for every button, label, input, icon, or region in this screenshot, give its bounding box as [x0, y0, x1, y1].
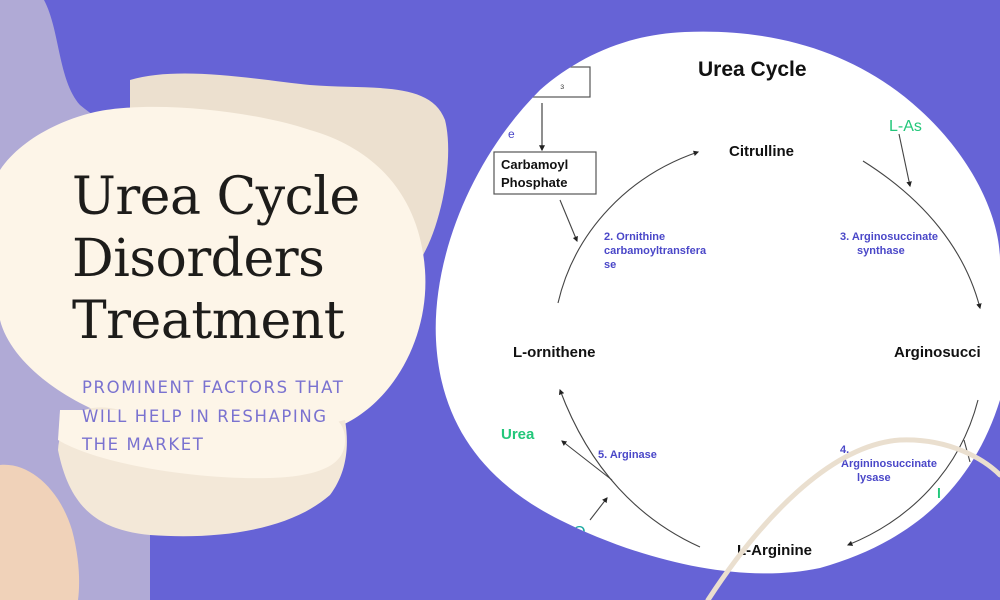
aspartate-arrow: [898, 133, 912, 188]
carbamoyl-line-1: Carbamoyl: [501, 157, 568, 172]
enzyme-4-line-2: Argininosuccinate: [841, 458, 937, 470]
urea-arrow: [561, 440, 613, 481]
l-arginine-label: L-Arginine: [737, 542, 812, 559]
citrulline-to-arginosuccinate-arc: [862, 160, 982, 310]
enzyme-2-line-3: se: [604, 259, 616, 271]
cream-blob-lower: [58, 410, 345, 479]
l-ornithene-label: L-ornithene: [513, 344, 596, 361]
fumarate-cut-label: l: [937, 485, 941, 501]
carbamoyl-line-2: Phosphate: [501, 175, 567, 190]
subheadline-line-2: WILL HELP IN RESHAPING: [82, 406, 328, 426]
ammonia-box-subscript: ₃: [560, 79, 564, 91]
water-arrow: [589, 497, 608, 521]
water-label: H2O: [556, 524, 586, 544]
arginine-to-ornithine-arc: [558, 388, 701, 548]
ammonia-box: [519, 66, 591, 98]
headline-line-3: Treatment: [72, 291, 345, 351]
enzyme-2-line-1: 2. Ornithine: [604, 231, 665, 243]
enzyme-4-line-3: lysase: [857, 472, 891, 484]
enzyme-3-line-2: synthase: [857, 245, 905, 257]
arginosuccinate-to-arginine-arc: [846, 399, 979, 546]
subheadline-line-3: THE MARKET: [82, 435, 205, 454]
water-h: H: [556, 524, 568, 541]
subheadline-line-1: PROMINENT FACTORS THAT: [82, 378, 345, 397]
cut-off-label: e: [508, 127, 515, 141]
headline-line-1: Urea Cycle: [72, 167, 360, 227]
carbamoyl-phosphate-box: [493, 151, 597, 195]
carbamoyl-to-cycle-arrow: [559, 199, 578, 243]
urea-label: Urea: [501, 426, 535, 443]
l-aspartate-label: L-As: [889, 118, 922, 135]
enzyme-3-line-1: 3. Arginosuccinate: [840, 231, 938, 243]
enzyme-5-label: 5. Arginase: [598, 449, 657, 461]
citrulline-label: Citrulline: [729, 143, 794, 160]
diagram-title: Urea Cycle: [698, 58, 807, 81]
subheadline: PROMINENT FACTORS THAT WILL HELP IN RESH…: [82, 374, 344, 460]
decorative-swirl: [705, 437, 1000, 600]
enzyme-2-line-2: carbamoyltransfera: [604, 245, 707, 257]
peach-blob: [0, 464, 80, 600]
water-o: O: [573, 524, 585, 541]
headline: Urea Cycle Disorders Treatment: [72, 166, 360, 352]
enzyme-4-line-1: 4.: [840, 444, 849, 456]
water-subscript: 2: [568, 533, 574, 544]
arginosuccinate-label: Arginosucci: [894, 344, 981, 361]
cream-blob: [0, 106, 426, 441]
headline-line-2: Disorders: [72, 229, 325, 289]
ornithine-to-citrulline-arc: [557, 150, 700, 304]
